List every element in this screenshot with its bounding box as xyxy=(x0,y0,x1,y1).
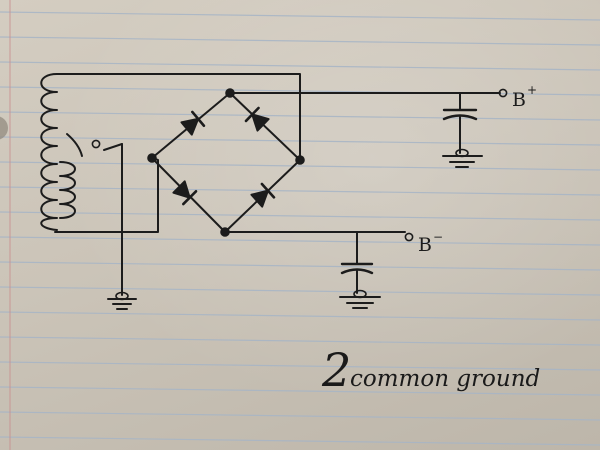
ruled-line xyxy=(0,411,600,421)
ground-icon-b-plus xyxy=(442,148,483,168)
ruled-line xyxy=(0,311,600,321)
coil-terminal xyxy=(91,139,101,149)
ruled-line xyxy=(0,236,600,246)
ruled-line xyxy=(0,336,600,346)
junction-dot-bottom xyxy=(220,227,230,237)
ground-icon-center-tap xyxy=(107,291,137,310)
capacitor-b-minus xyxy=(340,231,374,294)
label-b-minus: B xyxy=(418,234,432,256)
label-b-minus-sup: − xyxy=(433,230,443,244)
label-b-plus: B xyxy=(512,89,526,111)
note-common-ground: common ground xyxy=(350,366,540,392)
ground-icon-b-minus xyxy=(339,289,381,309)
diode-lower-left xyxy=(172,180,198,206)
ruled-line xyxy=(0,161,600,171)
ruled-line xyxy=(0,11,600,21)
label-b-plus-sup: + xyxy=(527,83,537,97)
transformer-coil xyxy=(40,73,123,231)
ruled-line xyxy=(0,361,600,371)
junction-dot-left xyxy=(147,153,157,163)
ruled-line xyxy=(0,261,600,271)
ruled-line xyxy=(0,36,600,46)
diode-lower-right xyxy=(250,182,276,208)
ruled-line xyxy=(0,286,600,296)
ruled-line xyxy=(0,61,600,71)
ruled-line xyxy=(0,211,600,221)
capacitor-b-plus xyxy=(442,92,478,154)
circuit-wires xyxy=(54,73,501,296)
ruled-line xyxy=(0,186,600,196)
ruled-line xyxy=(0,386,600,396)
diode-bridge xyxy=(147,88,305,237)
terminal-b-plus xyxy=(498,88,508,98)
terminal-b-minus xyxy=(404,232,414,242)
diode-upper-right xyxy=(244,106,270,132)
junction-dot-right xyxy=(295,155,305,165)
diode-upper-left xyxy=(180,110,206,136)
junction-dot-top xyxy=(225,88,235,98)
binder-hole xyxy=(0,116,8,140)
ruled-line xyxy=(0,436,600,446)
note-mark: 2 xyxy=(321,343,351,397)
